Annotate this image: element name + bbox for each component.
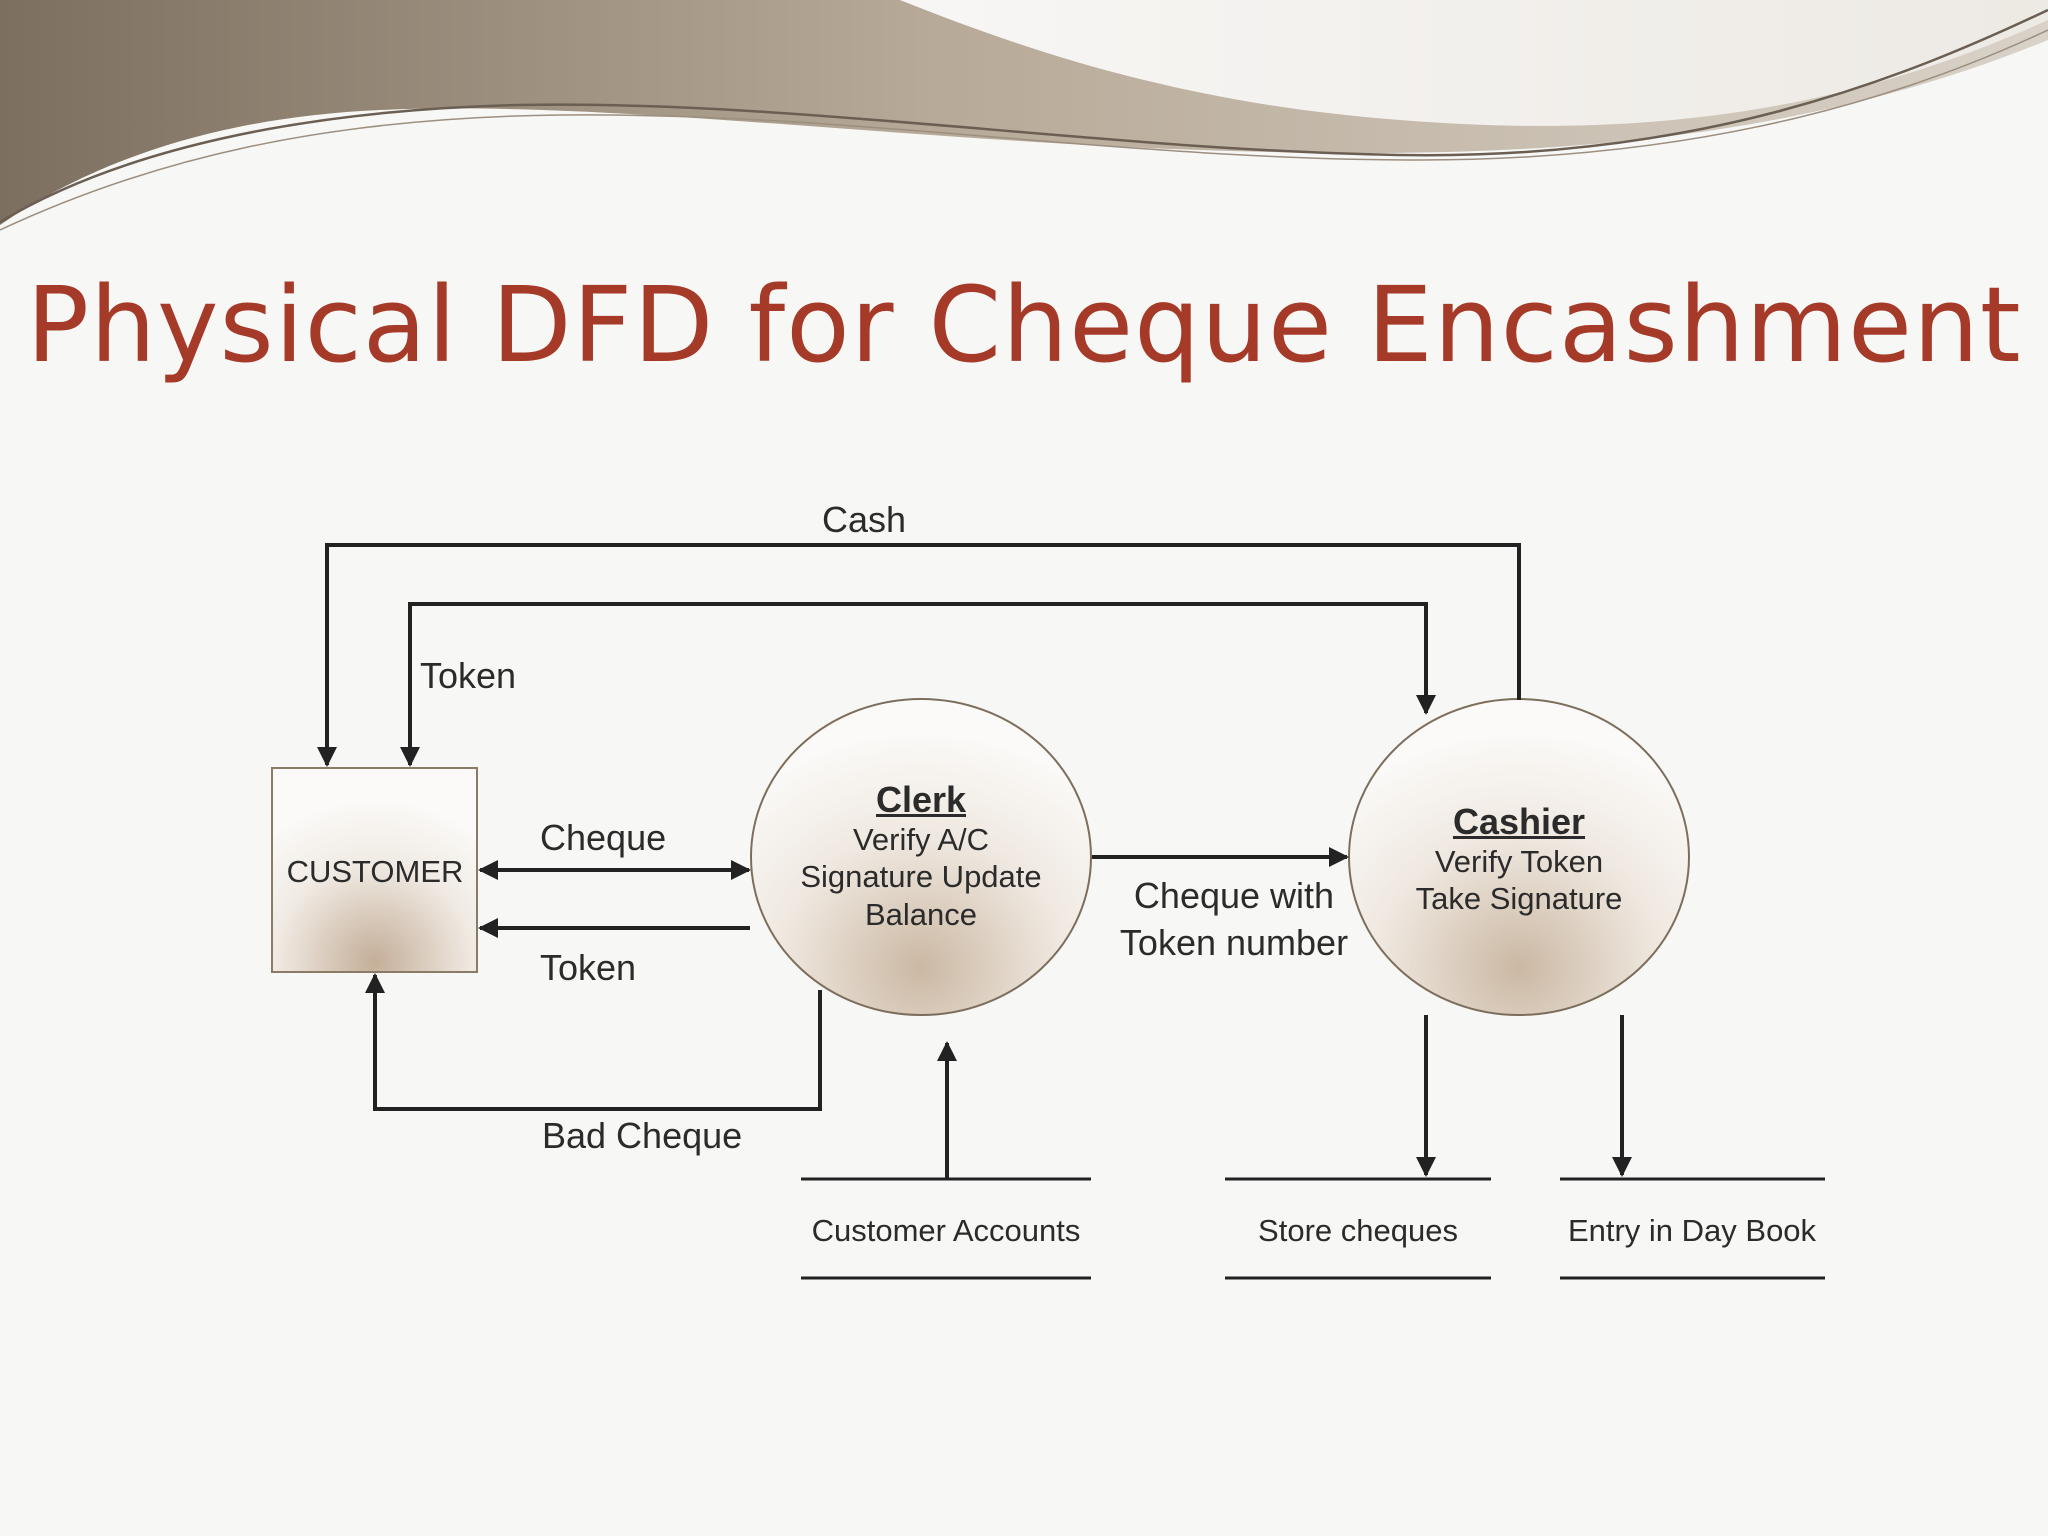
customer-accounts-store: [801, 1177, 1091, 1280]
clerk-title: Clerk: [875, 779, 967, 820]
clerk-line-1: Verify A/C: [852, 822, 990, 858]
token-top-flow-label: Token: [420, 655, 517, 696]
customer-entity-label: CUSTOMER: [286, 854, 464, 889]
customer-accounts-label: Customer Accounts: [811, 1213, 1081, 1248]
bad-cheque-flow-label: Bad Cheque: [542, 1115, 743, 1156]
store-cheques-store: [1225, 1177, 1491, 1280]
page-title: Physical DFD for Cheque Encashment: [26, 264, 2022, 386]
day-book-label: Entry in Day Book: [1567, 1213, 1817, 1248]
store-cheques-label: Store cheques: [1258, 1213, 1458, 1248]
cash-flow-label: Cash: [822, 499, 907, 540]
day-book-store: [1560, 1177, 1825, 1280]
customer-entity-box: [271, 767, 478, 973]
token-flow-label: Token: [540, 947, 637, 988]
header-swoosh-decoration: [0, 0, 2048, 231]
cashier-process-text: Cashier Verify Token Take Signature: [1379, 800, 1659, 918]
clerk-process-text: Clerk Verify A/C Signature Update Balanc…: [781, 778, 1061, 933]
clerk-line-2: Signature Update: [800, 859, 1042, 895]
cheque-with-token-label-1: Cheque with: [1133, 875, 1335, 916]
cheque-flow-label: Cheque: [540, 817, 667, 858]
token-top-flow-line: [400, 602, 1436, 767]
cash-flow-line: [317, 543, 1521, 767]
cashier-line-2: Take Signature: [1415, 881, 1623, 917]
cashier-title: Cashier: [1452, 801, 1586, 842]
cheque-with-token-label-2: Token number: [1119, 922, 1349, 963]
bad-cheque-flow-line: [365, 973, 822, 1111]
cashier-line-1: Verify Token: [1434, 844, 1604, 880]
clerk-line-3: Balance: [864, 896, 978, 932]
